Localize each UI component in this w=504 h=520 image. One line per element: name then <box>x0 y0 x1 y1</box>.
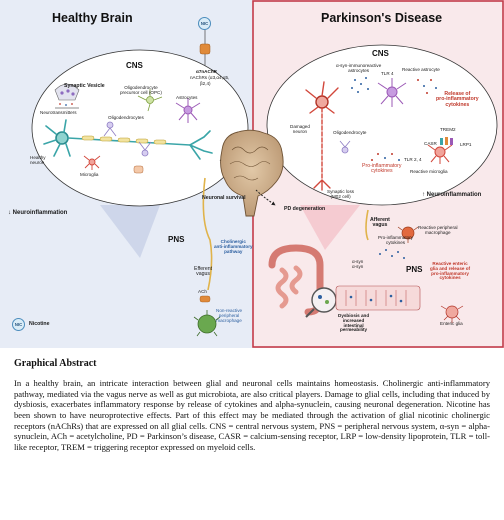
nicotine-label: Nicotine <box>29 321 50 327</box>
pd-panel-title: Parkinson's Disease <box>321 11 443 25</box>
macrophage-label: Non-reactive peripheral macrophage <box>216 308 243 323</box>
reactive-macrophage-icon <box>397 226 419 243</box>
caption-section: Graphical Abstract In a healthy brain, a… <box>14 358 490 453</box>
receptors-label: α7nAChR <box>196 69 217 74</box>
microglia-icon <box>83 155 101 170</box>
afferent-vagus-label: Afferent vagus <box>370 217 390 229</box>
pro-cytokines-vagus-label: Pro-inflammatory cytokines <box>378 235 413 245</box>
nic-top-badge: NIC <box>198 17 211 30</box>
neurotransmitters-label: Neurotransmitters <box>40 110 77 115</box>
astrocyte-icon <box>175 98 201 123</box>
pd-cns-label: CNS <box>372 49 389 58</box>
reactive-microglia-icon <box>427 144 453 164</box>
pd-oligodendrocyte-label: Oligodendrocyte <box>333 130 367 135</box>
healthy-cns-label: CNS <box>126 61 143 70</box>
microglia-label: Microglia <box>80 172 99 177</box>
asyn-label: α-syn α-syn <box>352 259 364 269</box>
healthy-panel-title: Healthy Brain <box>52 11 133 25</box>
opc-label: Oligodendrocyte precursor cell (OPC) <box>120 85 162 95</box>
pro-cytokines-label: Pro-inflammatory cytokines <box>362 163 402 175</box>
enteric-glia-label: Enteric glia <box>440 321 463 326</box>
efferent-vagus-label: Efferent vagus <box>194 266 213 278</box>
pd-degeneration-arrow <box>255 189 276 206</box>
non-reactive-macrophage-icon <box>193 310 221 337</box>
healthy-neuron-label: Healthy neuron <box>30 155 46 165</box>
asyn-dots <box>379 249 405 259</box>
synaptic-loss-label: Synaptic loss (M02 cell) <box>327 189 355 199</box>
reactive-astrocyte-label: Reactive astrocyte <box>402 67 440 72</box>
oligodendrocytes-label: Oligodendrocytes <box>108 115 144 120</box>
cytokine-dots <box>371 79 437 161</box>
enteric-release-label: Reactive enteric glia and release of pro… <box>430 261 471 281</box>
m02-cell-icon <box>133 165 144 174</box>
receptors-sub-label: nAChRs (α3,α4,α5, <box>190 75 230 80</box>
pd-pns-label: PNS <box>406 265 423 274</box>
synaptic-vesicle-icon <box>54 83 80 109</box>
pd-cns-ellipse <box>266 44 498 206</box>
damaged-neuron-label: Damaged neuron <box>290 124 310 134</box>
lrp1-label: LRP1 <box>460 142 472 147</box>
healthy-neuroinflammation-label: ↓ Neuroinflammation <box>8 210 68 216</box>
gut-barrier-icon <box>335 285 421 311</box>
enteric-glia-icon <box>440 305 464 323</box>
damaged-neuron-icon <box>305 81 339 191</box>
astrocytes-label: Astrocytes <box>176 95 198 100</box>
graphical-abstract-figure: Healthy Brain NIC CNS α7nAChR nAChRs (α3… <box>0 0 504 348</box>
oligodendrocyte-icon <box>103 121 152 157</box>
figure-artwork <box>0 0 504 348</box>
pd-degeneration-label: PD degeneration <box>284 206 326 212</box>
asyn-astrocytes-dots <box>351 77 369 93</box>
receptors-sub2-label: β2,4) <box>200 81 211 86</box>
brain-icon <box>220 129 284 217</box>
opc-icon <box>137 89 163 112</box>
reactive-macrophage-label: Reactive peripheral macrophage <box>418 225 458 235</box>
nicotine-badge: NIC <box>12 318 25 331</box>
receptor-icon <box>199 30 211 66</box>
healthy-funnel <box>100 205 160 258</box>
casr-label: CASR <box>424 141 437 146</box>
neuronal-survival-label: Neuronal survival <box>202 195 246 201</box>
dysbiosis-label: Dysbiosis and increased intestinal perme… <box>338 313 370 333</box>
pathway-label: Cholinergic anti-inflammatory pathway <box>214 239 253 254</box>
release-cytokines-label: Release of pro-inflammatory cytokines <box>436 91 479 108</box>
healthy-pns-label: PNS <box>168 235 185 244</box>
pd-oligodendrocyte-icon <box>339 140 351 154</box>
efferent-vagus-nerve <box>202 177 213 291</box>
reactive-microglia-label: Reactive microglia <box>410 169 448 174</box>
afferent-vagus-nerve <box>365 209 369 241</box>
receptor-cluster-icon <box>440 137 453 145</box>
tlr-2-4-label: TLR 2, 4 <box>404 157 422 162</box>
tlr4-label: TLR 4 <box>381 71 394 76</box>
asyn-astrocytes-label: α-syn-immunoreactive astrocytes <box>336 63 382 73</box>
reactive-astrocyte-icon <box>377 78 407 107</box>
trem2-label: TREM2 <box>440 127 456 132</box>
synaptic-vesicle-label: Synaptic Vesicle <box>64 83 105 89</box>
caption-body: In a healthy brain, an intricate interac… <box>14 378 490 452</box>
ach-node-icon <box>199 295 211 303</box>
ach-label: ACh <box>198 289 207 294</box>
pd-neuroinflammation-label: ↑ Neuroinflammation <box>422 192 482 198</box>
caption-title: Graphical Abstract <box>14 358 97 369</box>
pd-funnel <box>300 205 360 250</box>
